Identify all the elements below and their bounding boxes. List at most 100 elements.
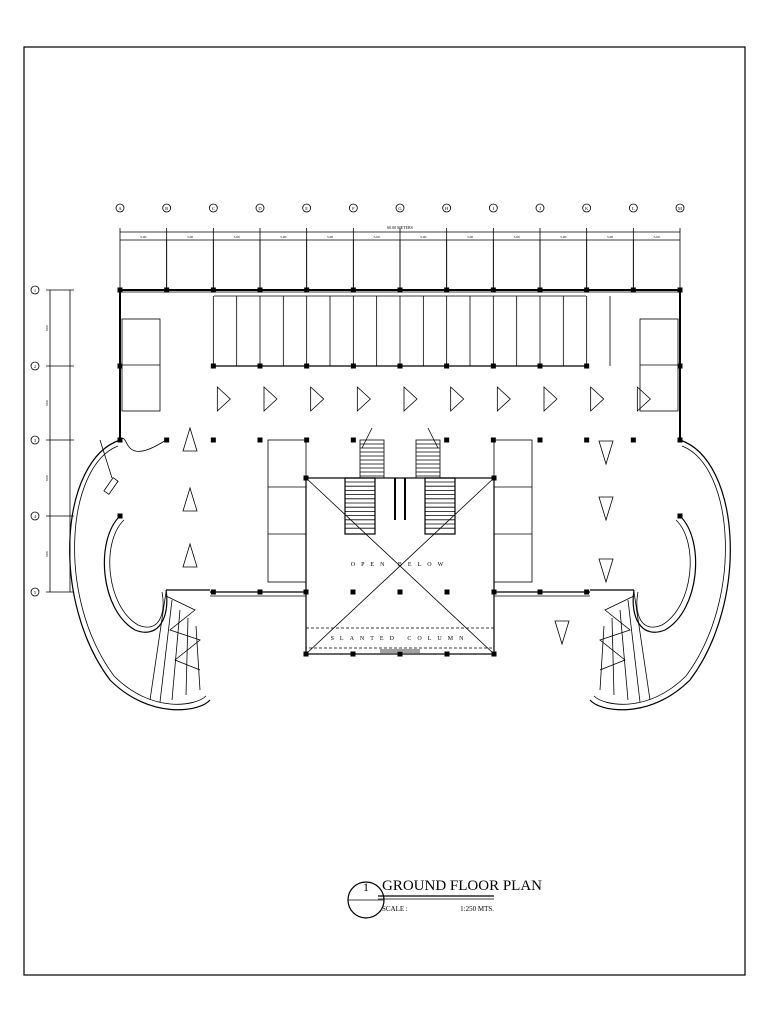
- grid-label-a: A: [118, 206, 122, 211]
- direction-arrow-right: [543, 386, 558, 412]
- column: [117, 363, 123, 369]
- column: [350, 287, 356, 293]
- parking-stalls: [212, 295, 611, 367]
- grid-bubble-g: [395, 203, 405, 213]
- column: [584, 363, 590, 369]
- grid-bubble-d: [255, 203, 265, 213]
- column: [630, 287, 636, 293]
- bay-dimension: 5.00: [327, 235, 333, 239]
- column: [444, 651, 450, 657]
- bay-dimension: 5.00: [514, 235, 520, 239]
- column: [304, 287, 310, 293]
- grid-label-e: E: [305, 206, 308, 211]
- column: [397, 363, 403, 369]
- column: [444, 287, 450, 293]
- grid-bubble-row-3: [30, 435, 40, 445]
- column: [444, 589, 450, 595]
- grid-bubble-l: [628, 203, 638, 213]
- structural-columns: [117, 287, 683, 657]
- grid-bubble-row-2: [30, 361, 40, 371]
- column: [490, 437, 496, 443]
- bay-dimension: 5.00: [374, 235, 380, 239]
- column: [210, 589, 216, 595]
- grid-bubble-a: [115, 203, 125, 213]
- scale-value: 1:250 MTS.: [460, 905, 494, 913]
- title-text: GROUND FLOOR PLAN: [382, 878, 542, 894]
- slanted-column-label: SLANTED COLUMN: [331, 636, 470, 642]
- grid-bubble-m: [675, 203, 685, 213]
- grid-bubble-row-4: [30, 511, 40, 521]
- column: [584, 437, 590, 443]
- title-number: 1: [363, 880, 369, 894]
- direction-arrow-right: [450, 386, 465, 412]
- grid-label-b: B: [165, 206, 168, 211]
- direction-arrow-right: [310, 386, 325, 412]
- column: [677, 437, 683, 443]
- central-stairs: [344, 427, 456, 535]
- column: [257, 589, 263, 595]
- direction-arrow-right: [496, 386, 511, 412]
- grid-label-i: I: [493, 206, 495, 211]
- column: [257, 363, 263, 369]
- column: [117, 287, 123, 293]
- grid-label-row-3: 3: [34, 438, 37, 443]
- column: [350, 651, 356, 657]
- column: [303, 475, 309, 481]
- column: [117, 437, 123, 443]
- column: [444, 437, 450, 443]
- column: [537, 363, 543, 369]
- direction-arrow-right: [636, 386, 651, 412]
- column: [164, 287, 170, 293]
- grid-bubble-b: [162, 203, 172, 213]
- column: [490, 363, 496, 369]
- row-dimension: 8.00: [45, 475, 49, 481]
- direction-arrow-right: [356, 386, 371, 412]
- column: [397, 287, 403, 293]
- open-below-label: OPEN BELOW: [351, 562, 450, 568]
- right-spiral-ramp: [589, 439, 731, 711]
- column: [630, 437, 636, 443]
- column: [491, 589, 497, 595]
- column: [350, 363, 356, 369]
- direction-arrows: [182, 386, 651, 646]
- column: [537, 589, 543, 595]
- column: [304, 363, 310, 369]
- grid-label-k: K: [585, 206, 589, 211]
- bay-dimension: 5.00: [467, 235, 473, 239]
- scale-label: SCALE :: [382, 905, 408, 913]
- column: [491, 651, 497, 657]
- column: [677, 363, 683, 369]
- column: [210, 437, 216, 443]
- grid-label-d: D: [258, 206, 262, 211]
- row-dimension: 8.00: [45, 325, 49, 331]
- column: [397, 651, 403, 657]
- column: [537, 437, 543, 443]
- column: [350, 589, 356, 595]
- grid-bubble-k: [582, 203, 592, 213]
- direction-arrow-up: [182, 486, 198, 512]
- column: [490, 287, 496, 293]
- grid-label-h: H: [445, 206, 449, 211]
- bay-dimension: 5.00: [607, 235, 613, 239]
- left-spiral-ramp: [69, 438, 211, 711]
- column: [303, 589, 309, 595]
- column: [210, 287, 216, 293]
- grid-bubble-j: [535, 203, 545, 213]
- column: [210, 363, 216, 369]
- direction-arrow-down: [554, 620, 570, 646]
- direction-arrow-right: [590, 386, 605, 412]
- column: [584, 589, 590, 595]
- grid-label-j: J: [539, 206, 541, 211]
- column: [117, 513, 123, 519]
- row-dimension: 8.00: [45, 551, 49, 557]
- direction-arrow-right: [263, 386, 278, 412]
- grid-label-row-4: 4: [34, 514, 37, 519]
- bay-dimension: 5.00: [187, 235, 193, 239]
- grid-label-m: M: [678, 206, 682, 211]
- column: [397, 589, 403, 595]
- row-dimension: 8.00: [45, 400, 49, 406]
- grid-bubble-c: [208, 203, 218, 213]
- bay-dimension: 5.00: [140, 235, 146, 239]
- direction-arrow-up: [182, 542, 198, 568]
